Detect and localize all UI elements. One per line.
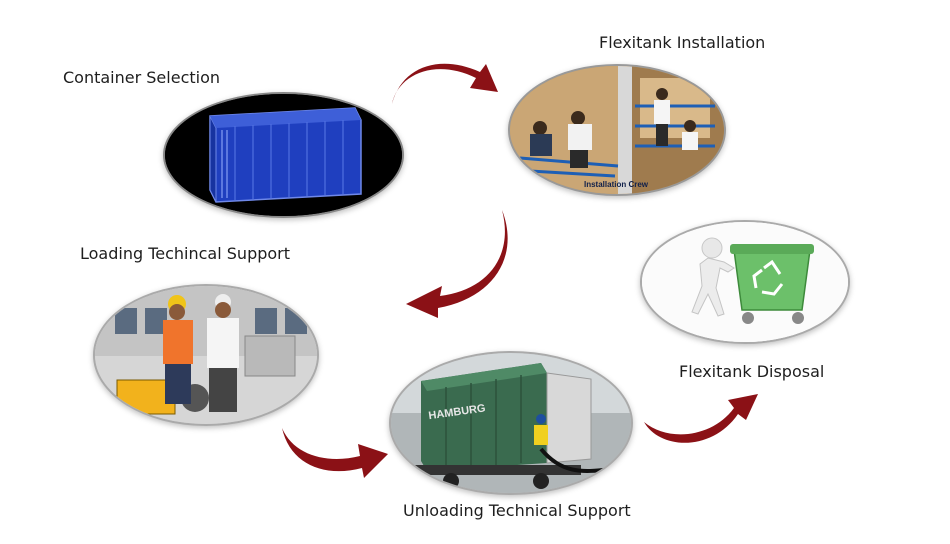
curved-arrow-icon [402, 208, 512, 320]
recycle-icon [752, 259, 784, 296]
curved-arrow-icon [278, 424, 392, 482]
flexitank-installation-image: Installation Crew [508, 64, 726, 196]
curved-arrow-icon [388, 52, 506, 110]
unloading-support-image: HAMBURG [389, 351, 633, 495]
container-selection-label: Container Selection [63, 68, 221, 87]
curved-arrow-icon [642, 392, 762, 450]
flexitank-disposal-image [640, 220, 850, 344]
loading-support-image [93, 284, 319, 426]
flexitank-disposal-label: Flexitank Disposal [679, 362, 825, 381]
unloading-support-label: Unloading Technical Support [403, 501, 631, 520]
loading-support-label: Loading Techincal Support [80, 244, 291, 263]
container-selection-image [163, 92, 404, 218]
installation-crew-caption: Installation Crew [584, 180, 649, 189]
flexitank-installation-label: Flexitank Installation [599, 33, 766, 52]
